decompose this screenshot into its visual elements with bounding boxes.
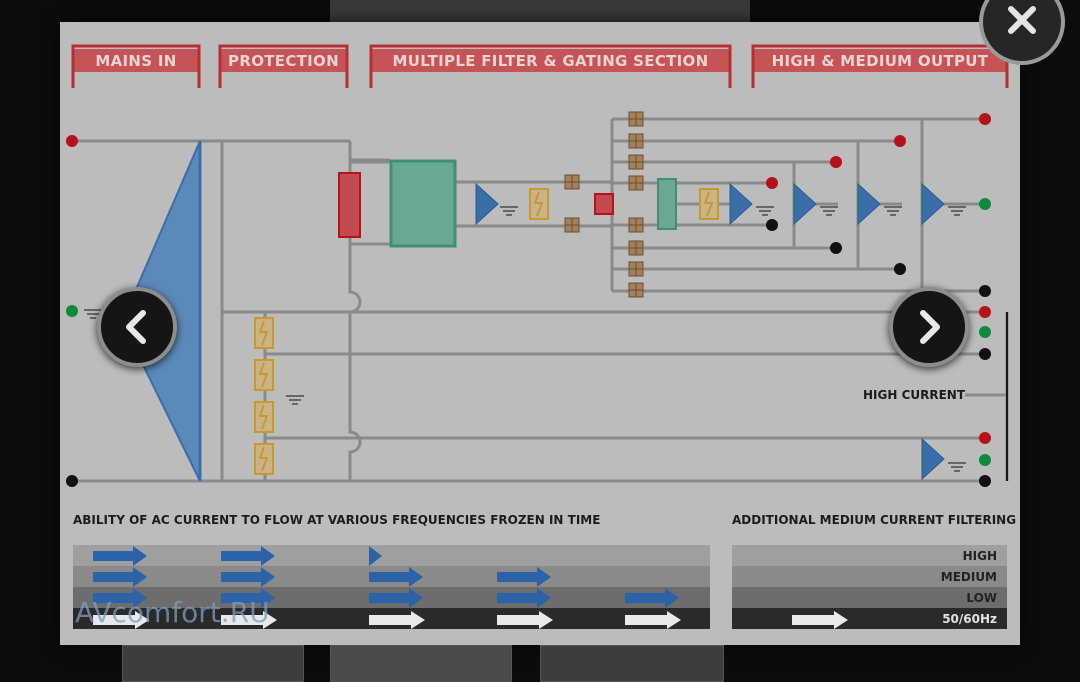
terminal-dot	[979, 306, 991, 318]
terminal-dot	[979, 348, 991, 360]
thumbnail-3[interactable]	[540, 645, 724, 682]
next-button[interactable]	[889, 287, 969, 367]
frequency-caption: ABILITY OF AC CURRENT TO FLOW AT VARIOUS…	[73, 513, 600, 527]
terminal-dot	[979, 326, 991, 338]
terminal-dot	[66, 475, 78, 487]
terminal-dot	[979, 113, 991, 125]
wiring	[72, 117, 1009, 483]
terminal-dot	[894, 135, 906, 147]
thumbnail-1[interactable]	[122, 645, 304, 682]
section-header-label: PROTECTION	[228, 52, 339, 70]
section-header: MAINS IN	[71, 44, 201, 88]
power-conditioner-diagram: MAINS IN PROTECTION MULTIPLE FILTER & GATI…	[66, 44, 1016, 629]
legend-high: HIGH	[963, 549, 997, 563]
section-header-label: HIGH & MEDIUM OUTPUT	[772, 52, 989, 70]
legend-low: LOW	[966, 591, 997, 605]
filter-node	[628, 133, 644, 149]
chevron-left-icon	[126, 310, 146, 344]
legend-mains: 50/60Hz	[942, 612, 997, 626]
terminal-dot	[979, 198, 991, 210]
high-current-label: HIGH CURRENT	[863, 388, 966, 402]
section-header-label: MULTIPLE FILTER & GATING SECTION	[393, 52, 709, 70]
lightbox-image: MAINS IN PROTECTION MULTIPLE FILTER & GATI…	[60, 22, 1020, 645]
terminal-dot	[766, 177, 778, 189]
chevron-right-icon	[920, 310, 940, 344]
close-icon	[1008, 6, 1036, 34]
terminal-dot	[66, 305, 78, 317]
section-header: MULTIPLE FILTER & GATING SECTION	[369, 44, 732, 88]
prev-button[interactable]	[97, 287, 177, 367]
close-button[interactable]	[979, 0, 1065, 65]
filter-node	[628, 111, 644, 127]
terminal-dot	[979, 285, 991, 297]
section-header-label: MAINS IN	[95, 52, 176, 70]
thumbnail-2[interactable]	[330, 645, 512, 682]
frequency-arrow	[369, 546, 382, 566]
section-header: PROTECTION	[218, 44, 349, 88]
protection-resistor	[338, 172, 361, 238]
filter-transformer	[389, 159, 457, 248]
background-top-strip	[330, 0, 750, 22]
terminal-dot	[766, 219, 778, 231]
filter-node	[628, 282, 644, 298]
terminal-dot	[830, 242, 842, 254]
terminal-dot	[894, 263, 906, 275]
watermark-logo: AVcomfort.RU	[75, 596, 270, 629]
terminal-dot	[979, 454, 991, 466]
filter-node	[628, 175, 644, 191]
terminal-dot	[830, 156, 842, 168]
legend-medium: MEDIUM	[941, 570, 997, 584]
filter-node	[628, 217, 644, 233]
filter-node	[628, 240, 644, 256]
terminal-dot	[66, 135, 78, 147]
section-header: HIGH & MEDIUM OUTPUT	[751, 44, 1009, 88]
filtering-caption: ADDITIONAL MEDIUM CURRENT FILTERING	[732, 513, 1016, 527]
terminal-dot	[979, 475, 991, 487]
filter-node	[628, 261, 644, 277]
filter-node	[628, 154, 644, 170]
terminal-dot	[979, 432, 991, 444]
